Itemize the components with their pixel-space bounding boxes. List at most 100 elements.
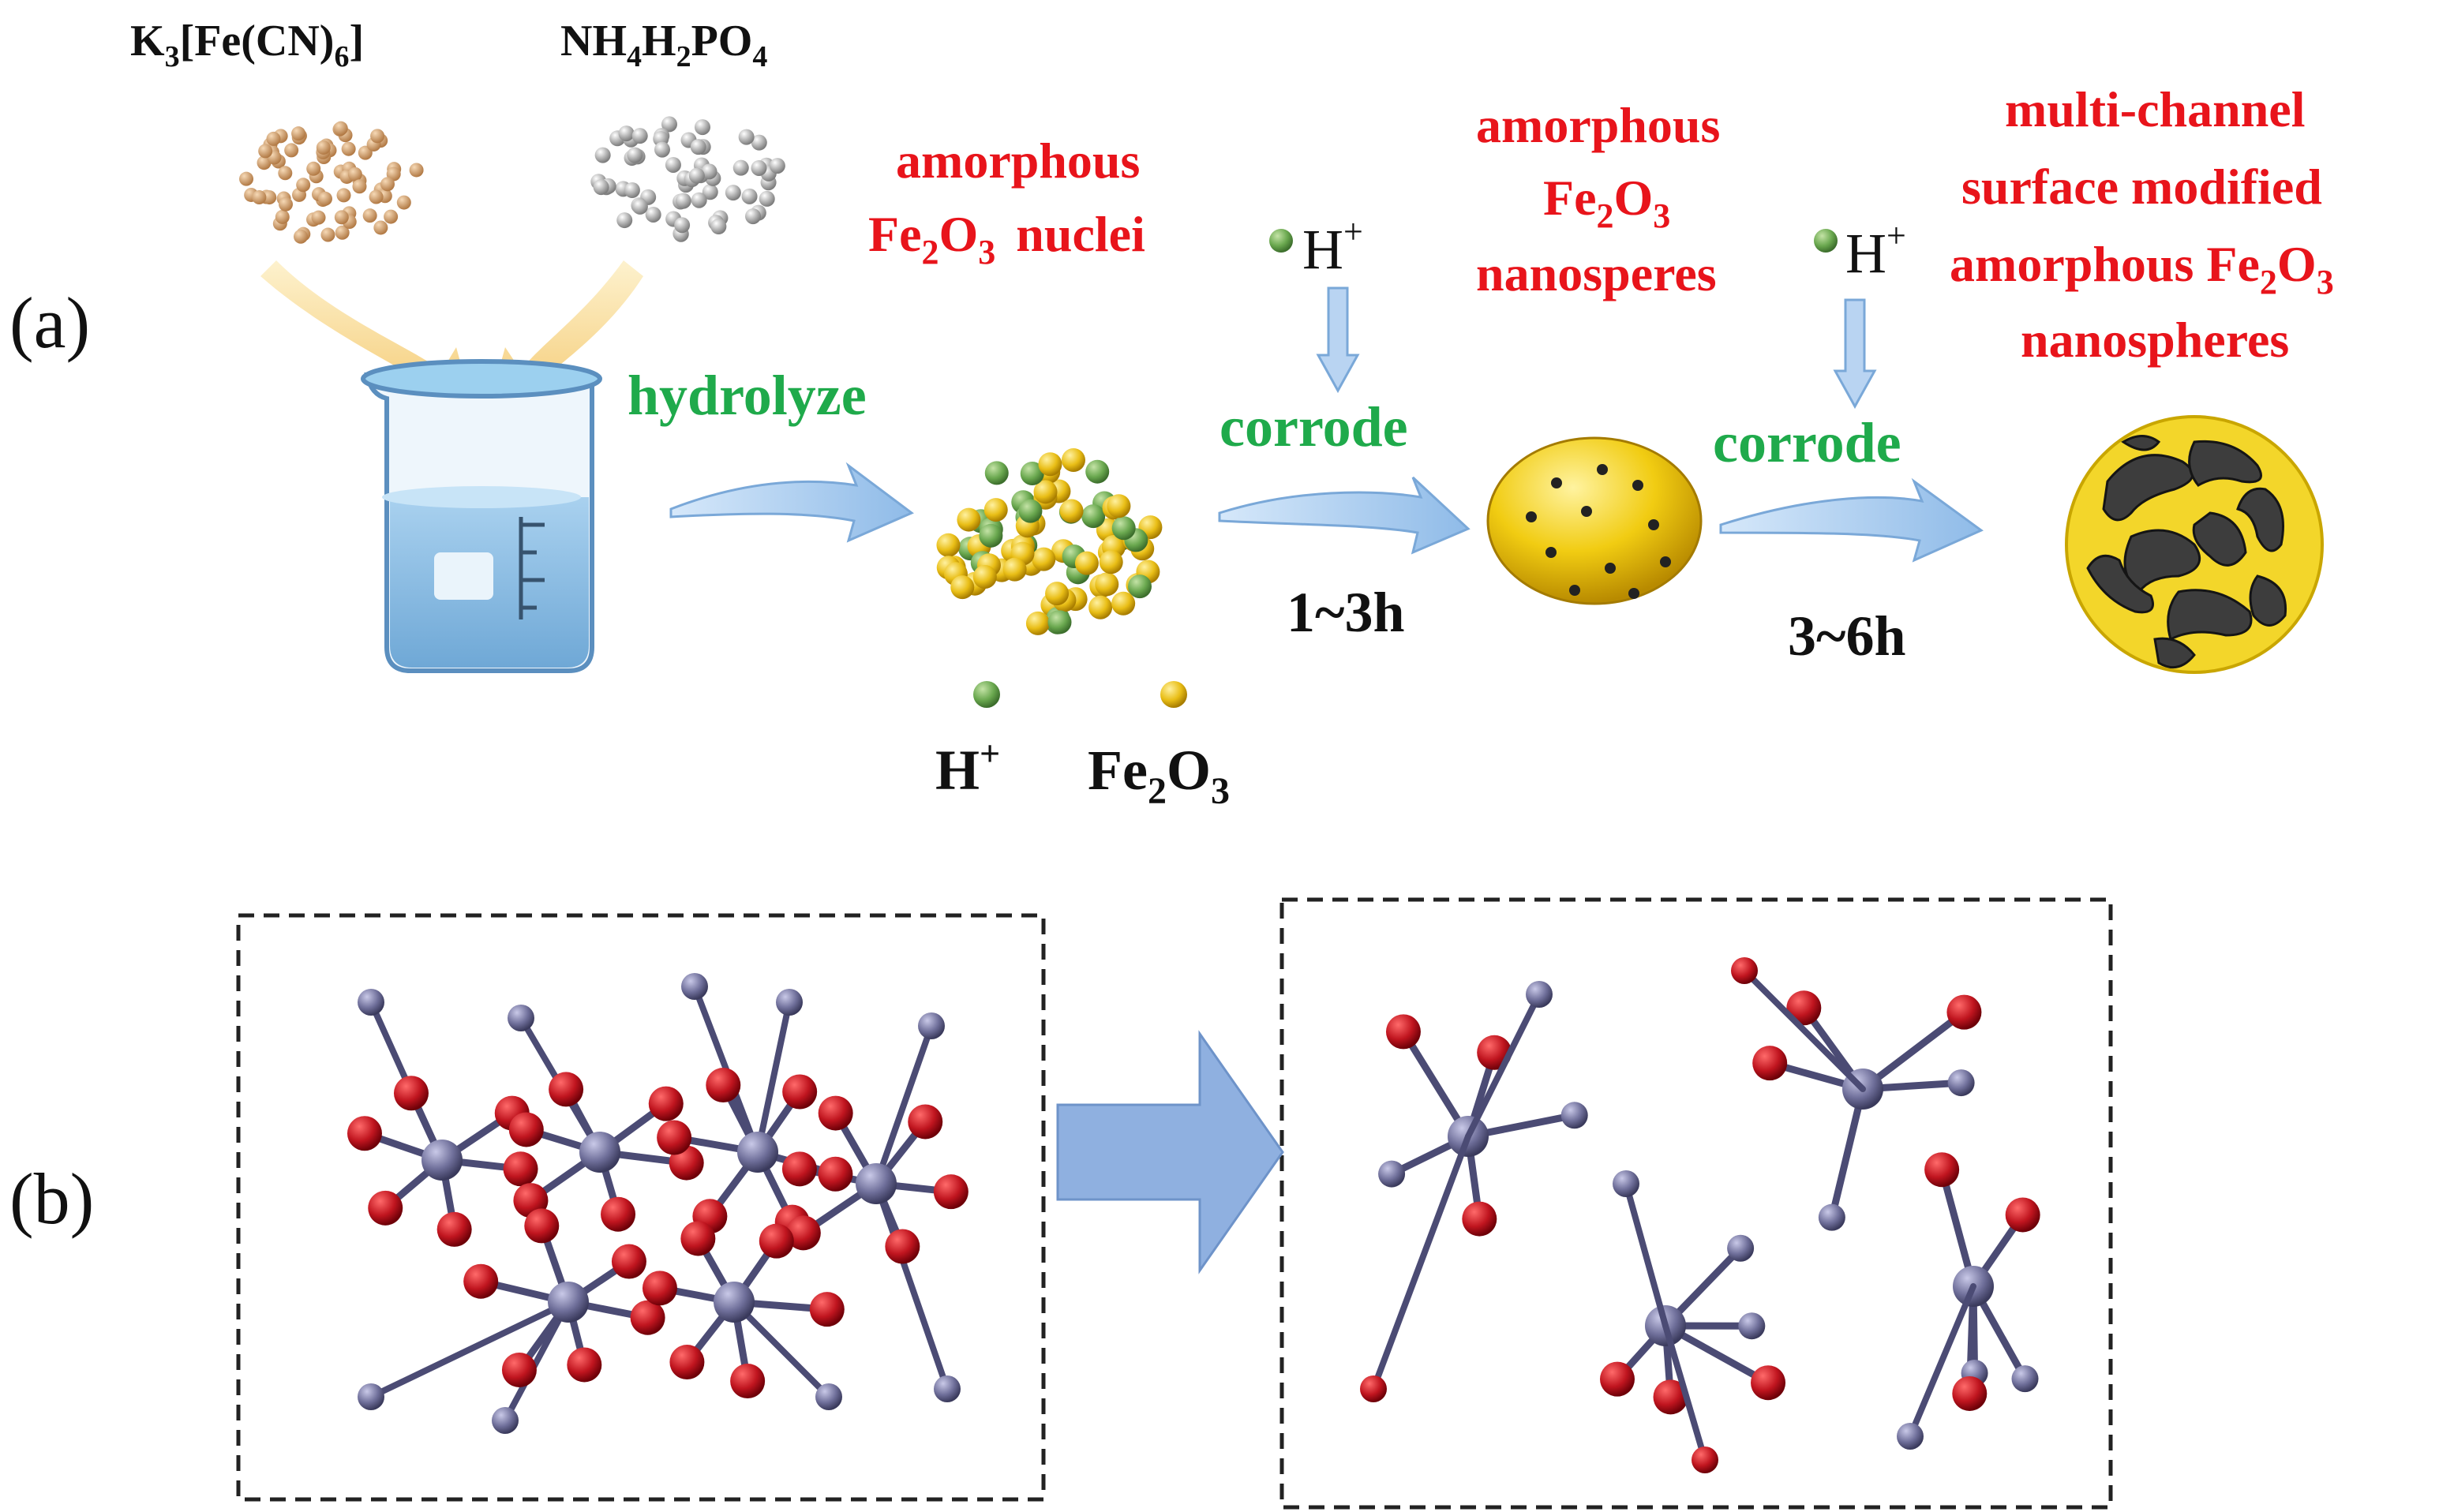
fe-atom — [1526, 981, 1553, 1008]
o-atom — [1751, 1365, 1786, 1401]
fe-atom — [358, 1383, 384, 1410]
o-atom — [818, 1095, 853, 1131]
label-final-line1: multi-channel — [2005, 81, 2305, 137]
reagent-label-k3fecn6: K3[Fe(CN)6] — [130, 17, 364, 73]
multichannel-nanosphere — [2065, 415, 2324, 674]
nuclei-fe2o3-ball — [950, 575, 975, 600]
fe-atom — [1738, 1312, 1766, 1340]
particle-grey — [759, 190, 775, 207]
proton-ball-2 — [1814, 229, 1838, 253]
o-atom — [463, 1263, 499, 1299]
fe-atom — [934, 1375, 961, 1402]
particle-tan — [396, 195, 411, 210]
o-atom — [1752, 1046, 1788, 1081]
nuclei-fe2o3-ball — [1059, 499, 1084, 523]
nuclei-fe2o3-ball — [1025, 611, 1050, 635]
panel-a-label: (a) — [9, 283, 90, 363]
o-atom — [1924, 1152, 1960, 1188]
fe-atom — [918, 1012, 945, 1039]
label-amorphous-nanosperes-line3: nanosperes — [1476, 245, 1717, 301]
panel-b: (b) — [9, 897, 2113, 1510]
particle-tan — [278, 196, 293, 211]
legend-h-ball — [973, 681, 1000, 708]
particle-tan — [239, 171, 254, 186]
particle-grey — [751, 159, 767, 176]
label-amorphous-nanosperes-line1: amorphous — [1476, 97, 1720, 153]
particle-grey — [616, 212, 633, 229]
amorphous-structure — [1360, 957, 2040, 1473]
particle-tan — [311, 210, 326, 225]
fe-atom — [1897, 1423, 1924, 1450]
fe-atom — [492, 1407, 519, 1434]
fe-atom — [1378, 1160, 1406, 1188]
o-atom — [630, 1300, 665, 1335]
nuclei-fe2o3-ball — [1045, 582, 1070, 606]
label-amorphous-nanosperes-line2: Fe2O3 — [1543, 170, 1670, 235]
particle-grey — [665, 156, 681, 173]
particle-grey — [624, 182, 640, 199]
nuclei-fe2o3-ball — [1099, 550, 1123, 574]
particle-tan — [380, 177, 395, 192]
o-atom — [1952, 1375, 1988, 1411]
down-arrow-2 — [1833, 298, 1877, 410]
panel-a: (a) K3[Fe(CN)6] NH4H2PO4 — [9, 17, 2334, 812]
nuclei-fe2o3-ball — [1061, 448, 1085, 473]
particle-tan — [333, 121, 348, 136]
o-atom — [393, 1076, 429, 1111]
o-atom — [1731, 957, 1758, 984]
o-atom — [818, 1156, 853, 1192]
nuclei-fe2o3-ball — [1033, 480, 1058, 504]
particle-tan — [317, 191, 332, 206]
o-atom — [1462, 1201, 1497, 1237]
nuclei-h-ball — [1111, 516, 1136, 541]
bond — [873, 1181, 950, 1392]
fe-atom — [776, 989, 803, 1016]
particle-tan — [252, 190, 267, 205]
particle-grey — [694, 119, 710, 136]
o-atom — [1946, 994, 1982, 1030]
o-atom — [809, 1292, 845, 1327]
o-atom — [601, 1196, 636, 1232]
particle-grey — [690, 139, 706, 155]
particle-grey — [702, 184, 718, 200]
particle-grey — [732, 159, 749, 176]
particle-grey — [661, 116, 677, 133]
legend-h-label: H+ — [935, 733, 1000, 802]
o-atom — [730, 1364, 766, 1399]
o-atom — [642, 1271, 677, 1306]
bond — [1907, 1283, 1976, 1439]
crystal-structure-frame — [236, 913, 1046, 1502]
bond — [1465, 991, 1542, 1140]
nuclei-fe2o3-ball — [983, 498, 1008, 522]
o-atom — [669, 1345, 705, 1380]
down-arrow-1 — [1316, 286, 1360, 394]
fe-atom — [548, 1282, 589, 1323]
transition-arrow — [1056, 1030, 1284, 1274]
particle-tan — [352, 179, 367, 194]
fe-atom — [1613, 1170, 1639, 1197]
fe-atom — [737, 1132, 778, 1173]
particle-tan — [262, 190, 277, 205]
o-atom — [368, 1190, 403, 1226]
fe-atom — [1947, 1069, 1975, 1097]
amorphous-structure-frame — [1279, 897, 2113, 1510]
o-atom — [611, 1244, 646, 1279]
o-atom — [549, 1072, 584, 1107]
o-atom — [1385, 1014, 1421, 1050]
flow-arrow-3 — [1719, 477, 1984, 563]
fe-atom — [1818, 1203, 1845, 1231]
particle-grey — [627, 147, 643, 163]
nuclei-fe2o3-ball — [1088, 595, 1113, 619]
step-hydrolyze: hydrolyze — [628, 364, 867, 427]
particle-tan — [373, 220, 388, 235]
nuclei-h-ball — [979, 523, 1003, 548]
nuclei-h-ball — [1085, 459, 1110, 484]
fe-atom — [508, 1005, 534, 1031]
particle-tan — [384, 209, 399, 224]
o-atom — [885, 1229, 920, 1264]
particle-grey — [725, 185, 741, 201]
proton-label-1: H+ — [1302, 212, 1363, 281]
particle-grey — [631, 128, 648, 144]
o-atom — [1786, 990, 1822, 1026]
particle-grey — [688, 167, 705, 184]
